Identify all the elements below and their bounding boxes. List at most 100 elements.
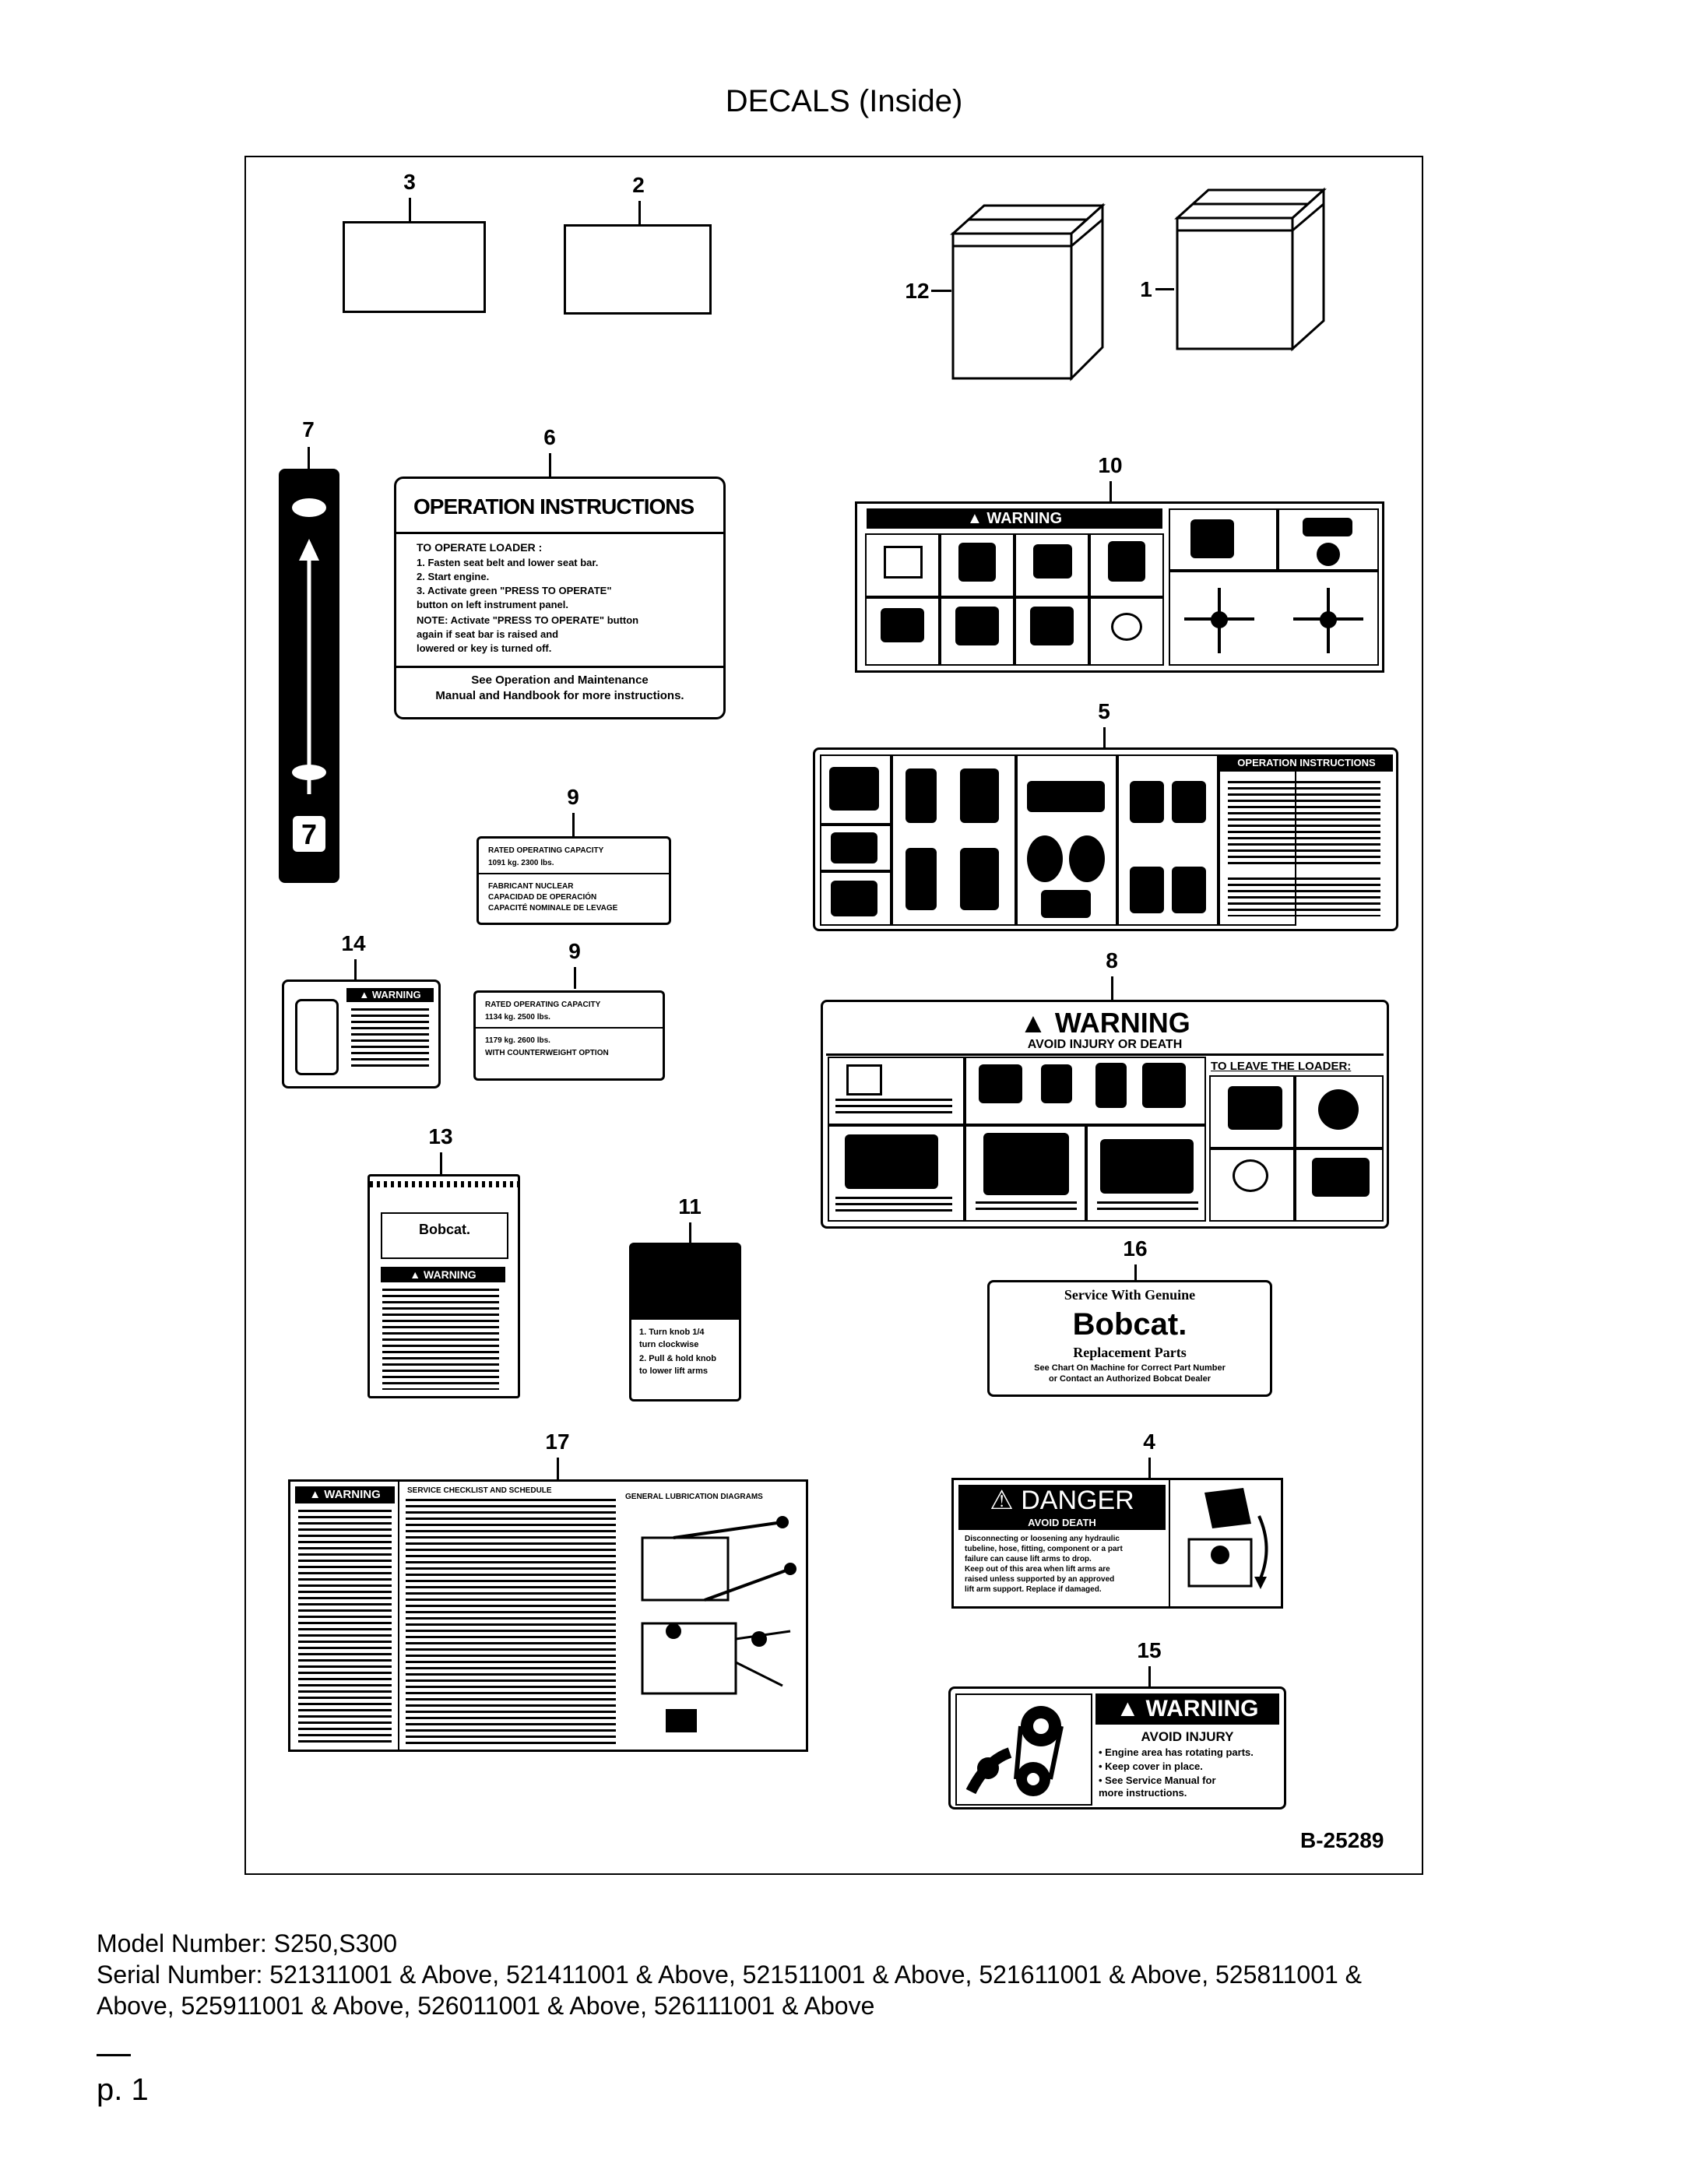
callout-3: 3 — [403, 170, 416, 194]
page-number: p. 1 — [97, 2073, 149, 2107]
decal-17-text-block — [298, 1510, 392, 1743]
decal-2-blank — [564, 224, 712, 315]
callout-13: 13 — [428, 1124, 453, 1148]
callout-12: 12 — [905, 279, 930, 303]
leader-line — [1110, 481, 1112, 501]
warning-label-icon — [1303, 518, 1352, 536]
divider — [1169, 1480, 1170, 1606]
decal-8-subheading: AVOID INJURY OR DEATH — [1027, 1038, 1183, 1051]
decal-4-bullet: failure can cause lift arms to drop. — [965, 1555, 1092, 1563]
decal-diagram-frame — [244, 156, 1423, 1875]
callout-10: 10 — [1098, 453, 1123, 477]
decal-13-manual-booklet: Bobcat. ▲ WARNING — [367, 1174, 520, 1398]
pedal-icon — [1130, 867, 1164, 913]
leader-line — [354, 959, 357, 981]
decal-8-text-block — [835, 1197, 952, 1215]
divider — [479, 873, 669, 874]
serial-number-line-1: Serial Number: 521311001 & Above, 521411… — [97, 1961, 1363, 1989]
joystick-icon — [960, 768, 999, 823]
seat-bar-icon — [1190, 519, 1234, 558]
decal-9-line: FABRICANT NUCLEAR — [488, 882, 574, 891]
decal-11-lift-arm-bypass: 1. Turn knob 1/4 turn clockwise 2. Pull … — [629, 1243, 741, 1401]
decal-6-note: lowered or key is turned off. — [417, 642, 552, 654]
leader-line — [1155, 288, 1174, 290]
decal-6-step: button on left instrument panel. — [417, 599, 568, 610]
loader-icon — [983, 1133, 1069, 1195]
decal-17-service-checklist: ▲ WARNING SERVICE CHECKLIST AND SCHEDULE… — [288, 1479, 808, 1752]
decal-4-heading-text: DANGER — [1021, 1486, 1134, 1515]
joystick-icon — [906, 848, 937, 910]
decal-13-text-block — [382, 1289, 499, 1390]
decal-10-heading: ▲ WARNING — [867, 508, 1162, 529]
panel-outline-icon — [295, 999, 339, 1075]
decal-12-package-icon — [950, 202, 1106, 382]
decal-11-step: turn clockwise — [639, 1340, 699, 1349]
divider — [398, 1482, 399, 1750]
page-title: DECALS (Inside) — [725, 84, 963, 118]
manual-icon — [884, 546, 923, 579]
loader-icon — [881, 608, 924, 642]
decal-9-rated-capacity: RATED OPERATING CAPACITY 1091 kg. 2300 l… — [477, 836, 671, 925]
decal-9-line: CAPACIDAD DE OPERACIÓN — [488, 893, 597, 902]
decal-17-text-block — [406, 1499, 616, 1745]
decal-16-line: or Contact an Authorized Bobcat Dealer — [1048, 1374, 1211, 1384]
loader-icon — [845, 1134, 938, 1189]
decal-8-text-block — [1097, 1201, 1198, 1214]
callout-1: 1 — [1140, 277, 1152, 301]
decal-14-heading: ▲ WARNING — [346, 988, 434, 1002]
operator-icon — [958, 543, 996, 582]
decal-4-subheading: AVOID DEATH — [958, 1516, 1166, 1530]
decal-8-text-block — [835, 1099, 952, 1117]
decal-4-bullet: raised unless supported by an approved — [965, 1575, 1115, 1584]
loader-slope-icon — [1100, 1139, 1194, 1194]
decal-9-line: RATED OPERATING CAPACITY — [488, 846, 604, 855]
callout-9: 9 — [567, 785, 579, 809]
decal-15-warning-rotating-parts: ▲ WARNING AVOID INJURY • Engine area has… — [948, 1686, 1286, 1809]
decal-7-speed-strip: 7 — [279, 469, 339, 883]
footer-rule — [97, 2054, 131, 2056]
decal-17-heading-text: WARNING — [324, 1488, 381, 1501]
callout-6: 6 — [543, 425, 556, 449]
divider — [826, 1053, 1384, 1056]
decal-6-step: 3. Activate green "PRESS TO OPERATE" — [417, 585, 612, 596]
decal-5-text-block — [1228, 781, 1380, 867]
callout-2: 2 — [632, 173, 645, 197]
decal-4-bullet: Keep out of this area when lift arms are — [965, 1565, 1110, 1574]
decal-6-footer: See Operation and Maintenance — [471, 673, 649, 687]
leader-line — [572, 813, 575, 836]
joystick-icon — [906, 768, 937, 823]
decal-15-heading-text: WARNING — [1145, 1696, 1259, 1722]
decal-6-footer: Manual and Handbook for more instruction… — [435, 689, 684, 702]
divider — [396, 666, 723, 668]
decal-6-operation-instructions: OPERATION INSTRUCTIONS TO OPERATE LOADER… — [394, 477, 726, 719]
operator-icon — [1317, 543, 1340, 566]
decal-6-step: 1. Fasten seat belt and lower seat bar. — [417, 557, 599, 568]
decal-11-step: 2. Pull & hold knob — [639, 1354, 716, 1363]
decal-4-bullet: lift arm support. Replace if damaged. — [965, 1585, 1102, 1594]
loader-icon — [829, 767, 879, 811]
decal-6-subheading: TO OPERATE LOADER : — [417, 541, 543, 554]
decal-16-line: Replacement Parts — [1073, 1345, 1187, 1360]
leader-line — [1111, 976, 1113, 1000]
callout-15: 15 — [1137, 1638, 1162, 1662]
decal-15-heading: ▲ WARNING — [1095, 1693, 1279, 1725]
decal-6-note: again if seat bar is raised and — [417, 628, 559, 640]
decal-8-heading-text: WARNING — [1054, 1007, 1190, 1039]
decal-8-leave-heading: TO LEAVE THE LOADER: — [1211, 1060, 1352, 1073]
spiral-binding-icon — [370, 1181, 518, 1187]
decal-1-package-icon — [1174, 187, 1327, 352]
joystick-pattern-icon — [1184, 588, 1371, 655]
decal-6-heading: OPERATION INSTRUCTIONS — [413, 494, 695, 519]
decal-13-heading-text: WARNING — [424, 1268, 477, 1281]
svg-text:7: 7 — [301, 818, 317, 850]
decal-5-text-block — [1228, 877, 1380, 916]
leader-line — [440, 1152, 442, 1176]
callout-7: 7 — [302, 417, 315, 441]
loader-icon — [1108, 541, 1145, 582]
callout-11: 11 — [678, 1194, 702, 1219]
parking-brake-icon — [1027, 781, 1105, 812]
decal-9b-line: 1179 kg. 2600 lbs. — [485, 1036, 550, 1045]
manual-icon — [846, 1064, 882, 1096]
operator-icon — [1095, 1063, 1127, 1108]
leader-line — [308, 447, 310, 469]
